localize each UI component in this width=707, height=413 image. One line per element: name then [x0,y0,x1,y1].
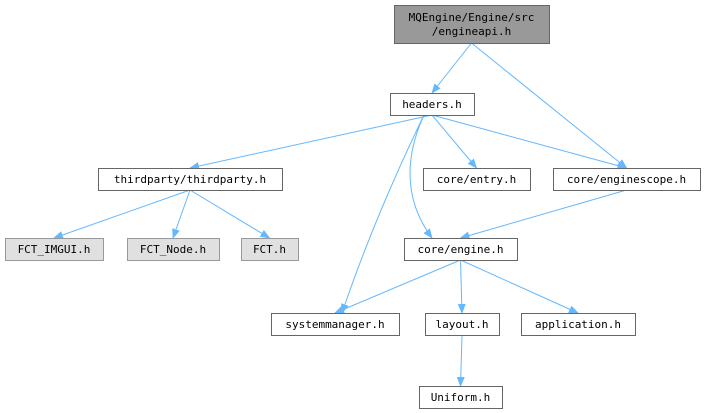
edge-headers-to-enginescope [431,114,628,170]
node-box [521,313,636,336]
node-fct_node[interactable]: FCT_Node.h [127,238,220,261]
edge-engineapi-to-headers [431,42,472,94]
edge-headers-to-entry [431,114,478,169]
node-label: /engineapi.h [432,25,511,38]
node-uniform[interactable]: Uniform.h [419,386,503,409]
edge-engine-to-layout [457,259,466,314]
node-entry[interactable]: core/entry.h [423,168,531,191]
node-box [98,168,283,191]
node-box [127,238,220,261]
edge-headers-to-thirdparty [189,114,433,170]
node-label: FCT_Node.h [140,243,206,256]
edges-layer [53,42,628,387]
edge-headers-to-systemmanager [341,114,425,314]
node-label: core/entry.h [437,173,516,186]
node-label: layout.h [436,318,489,331]
node-box [553,168,701,191]
node-label: core/engine.h [417,243,503,256]
node-box [271,313,400,336]
node-box [425,313,500,336]
node-layout[interactable]: layout.h [425,313,500,336]
node-engineapi[interactable]: MQEngine/Engine/src/engineapi.h [394,5,550,44]
edge-thirdparty-to-fct [189,189,271,239]
node-box [423,168,531,191]
node-box [394,5,550,44]
edge-layout-to-uniform [456,334,465,387]
node-box [390,93,475,116]
edge-thirdparty-to-fct_imgui [53,189,191,239]
node-label: FCT_IMGUI.h [18,243,91,256]
edge-engine-to-systemmanager [334,259,461,314]
node-label: FCT.h [253,243,286,256]
node-label: core/enginescope.h [567,173,686,186]
node-application[interactable]: application.h [521,313,636,336]
node-label: systemmanager.h [285,318,384,331]
node-label: MQEngine/Engine/src [409,11,535,24]
node-box [404,238,518,261]
node-thirdparty[interactable]: thirdparty/thirdparty.h [98,168,283,191]
node-box [241,238,299,261]
edge-thirdparty-to-fct_node [172,189,191,239]
node-engine[interactable]: core/engine.h [404,238,518,261]
node-label: application.h [535,318,621,331]
node-fct_imgui[interactable]: FCT_IMGUI.h [5,238,104,261]
nodes-layer: MQEngine/Engine/src/engineapi.h headers.h… [5,5,701,409]
edge-engineapi-to-enginescope [471,42,628,169]
node-box [419,386,503,409]
edge-engine-to-application [460,259,579,314]
node-box [5,238,104,261]
node-fct[interactable]: FCT.h [241,238,299,261]
edge-enginescope-to-engine [459,189,627,240]
node-systemmanager[interactable]: systemmanager.h [271,313,400,336]
edge-headers-to-engine [409,114,433,239]
node-label: headers.h [402,98,462,111]
node-headers[interactable]: headers.h [390,93,475,116]
node-enginescope[interactable]: core/enginescope.h [553,168,701,191]
node-label: Uniform.h [431,391,491,404]
node-label: thirdparty/thirdparty.h [114,173,266,186]
